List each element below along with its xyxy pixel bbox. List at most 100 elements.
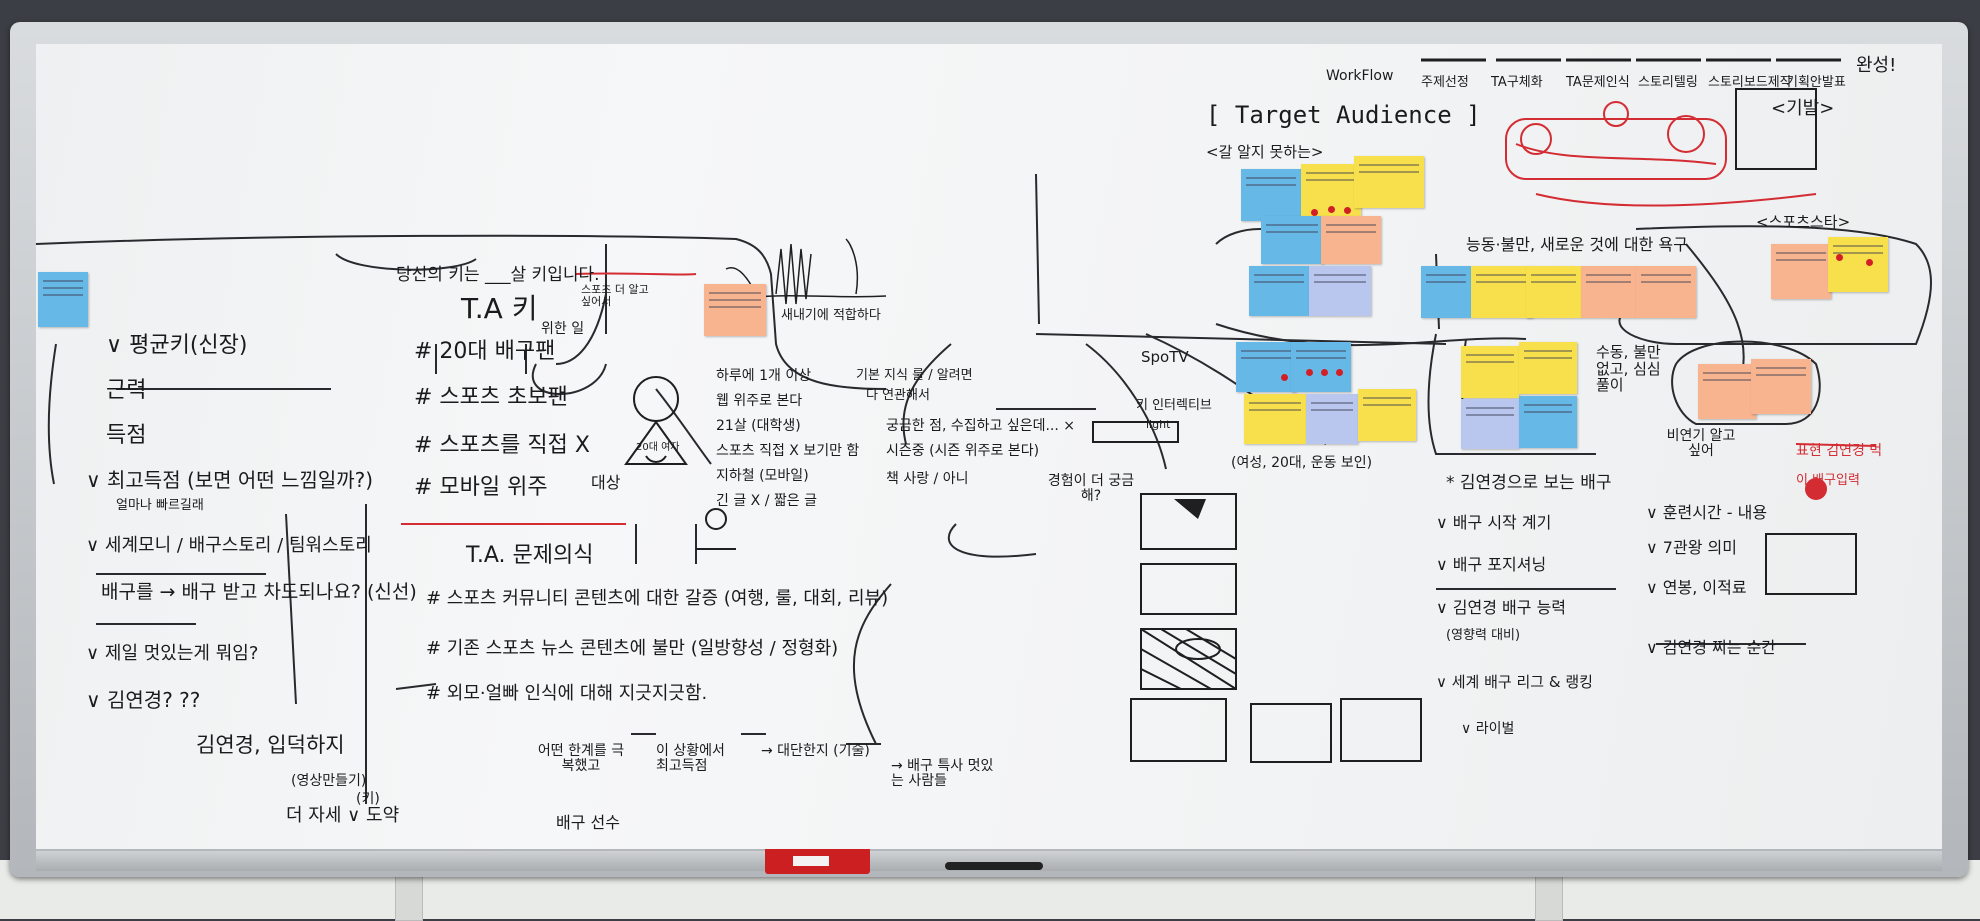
problem-2: # 기존 스포츠 뉴스 콘텐츠에 불만 (일방향성 / 정형화) — [426, 638, 839, 659]
ta-item-1: # 20대 배구팬 — [414, 339, 556, 364]
workflow-step-6: 기획안발표 — [1786, 75, 1846, 90]
red-dot — [1344, 207, 1351, 214]
flow-note: 배구 선수 — [556, 813, 620, 832]
sticky-note-celeb-2 — [1751, 359, 1811, 414]
flow-step-3: → 대단한지 (기술) — [761, 743, 870, 759]
right-item-3: ∨ 김연경 배구 능력 — [1436, 598, 1567, 617]
right-item-6: ∨ 라이벌 — [1461, 721, 1515, 737]
persona-label: 20대 여자 — [636, 442, 680, 453]
left-item-6: ∨ 세계모니 / 배구스토리 / 팀워스토리 — [86, 535, 372, 556]
sticky-note-g1-2 — [1291, 342, 1351, 392]
target-group-2: 능동·불만, 새로운 것에 대한 욕구 — [1466, 235, 1688, 254]
persona-trait-1: 하루에 1개 이상 — [716, 368, 812, 384]
right-heading: * 김연경으로 보는 배구 — [1446, 473, 1612, 493]
left-item-11: (영상만들기) — [291, 773, 367, 789]
workflow-step-5: 스토리보드제작 — [1708, 75, 1792, 90]
ta-item-3: # 스포츠를 직접 X — [414, 433, 590, 458]
red-dot — [1321, 369, 1328, 376]
persona-trait-10: 시즌중 (시즌 위주로 본다) — [886, 443, 1040, 459]
left-item-9: ∨ 김연경? ?? — [86, 688, 201, 712]
left-item-4: ∨ 최고득점 (보면 어떤 느낌일까?) — [86, 468, 374, 492]
problem-3: # 외모·얼빠 인식에 대해 지긋지긋함. — [426, 683, 708, 704]
sticky-note-ta-4 — [1261, 216, 1323, 264]
sticky-note-g3-2 — [1519, 342, 1577, 394]
storyboard-label: SpoTV — [1141, 348, 1189, 366]
right-item2-3: ∨ 연봉, 이적료 — [1646, 578, 1747, 597]
right-item-5: ∨ 세계 배구 리그 & 랭킹 — [1436, 673, 1593, 691]
right-item-1: ∨ 배구 시작 계기 — [1436, 513, 1552, 532]
red-dot — [1866, 259, 1873, 266]
left-item-1: ∨ 평균키(신장) — [106, 333, 248, 358]
left-item-2: 근력 — [106, 378, 147, 403]
sticky-note-ta-7 — [1309, 266, 1371, 316]
left-item-13: 더 자세 ∨ 도약 — [286, 805, 400, 826]
red-dot — [1328, 206, 1335, 213]
persona-trait-6: 긴 글 X / 짧은 글 — [716, 493, 817, 509]
right-red-2: 이 배구입력 — [1796, 473, 1860, 488]
right-item-2: ∨ 배구 포지셔닝 — [1436, 555, 1547, 574]
markers — [945, 862, 1043, 870]
right-item2-4: ∨ 김연경 찌는 순간 — [1646, 638, 1777, 657]
ta-side: 위한 일 — [541, 321, 585, 337]
ta-bubble: 스포츠 더 알고 싶어서 — [581, 283, 649, 309]
persona-trait-7: 기본 지식 룰 / 알려면 — [856, 368, 973, 383]
workflow-step-3: TA문제인식 — [1566, 75, 1630, 90]
left-item-12: (키) — [356, 791, 380, 807]
persona-trait-11: 책 사랑 / 아니 — [886, 471, 969, 487]
sticky-note-g2-3 — [1526, 266, 1581, 318]
red-dot — [1281, 374, 1288, 381]
flow-step-2: 이 상황에서 최고득점 — [656, 743, 725, 775]
workflow-step-1: 주제선정 — [1421, 75, 1469, 90]
left-item-7: 배구를 → 배구 받고 차도되나요? (신선) — [101, 581, 417, 603]
right-item-4: (영향력 대비) — [1446, 628, 1521, 643]
red-dot — [1836, 254, 1843, 261]
sticky-note-celeb-1 — [1698, 364, 1756, 419]
workflow-step-2: TA구체화 — [1491, 75, 1543, 90]
target-subtitle: <갈 알지 못하는> — [1206, 143, 1324, 161]
flow-step-4: → 배구 특사 멋있는 사람들 — [891, 758, 994, 790]
sticky-note-star-1 — [1771, 244, 1831, 299]
left-item-8: ∨ 제일 멋있는게 뭐임? — [86, 643, 259, 664]
storyboard-demo: (여성, 20대, 운동 보인) — [1231, 455, 1373, 471]
sticky-note-g1-3 — [1244, 394, 1306, 444]
sticky-note-ta-3 — [1354, 156, 1424, 208]
workflow-step-4: 스토리텔링 — [1638, 75, 1698, 90]
persona-trait-8: 다 연관해서 — [866, 388, 930, 403]
grass-label: 새내기에 적합하다 — [781, 308, 881, 323]
persona-trait-4: 스포츠 직접 X 보기만 함 — [716, 443, 860, 459]
sticky-note-g3-3 — [1461, 399, 1519, 449]
sticky-note-g2-4 — [1581, 266, 1636, 318]
storyboard-caption-2: light — [1146, 418, 1171, 431]
persona-trait-3: 21살 (대학생) — [716, 418, 801, 434]
target-title: [ Target Audience ] — [1206, 101, 1481, 129]
ta-item-2: # 스포츠 초보팬 — [414, 385, 568, 410]
red-dot — [1311, 209, 1318, 216]
kibal-label: <기발> — [1771, 98, 1835, 119]
sticky-note-g3-1 — [1461, 346, 1519, 398]
right-red-1: 표현 김연경 먹 — [1796, 443, 1883, 459]
workflow-done: 완성! — [1856, 55, 1897, 76]
sticky-note-g3-4 — [1519, 396, 1577, 448]
celeb-label: 비연기 알고싶어 — [1666, 428, 1736, 460]
marker-tray — [36, 851, 1942, 871]
sticky-note-g1-4 — [1306, 394, 1358, 444]
storyboard-caption-1: 키 인터렉티브 — [1136, 398, 1212, 413]
ta-item-4: # 모바일 위주 — [414, 475, 548, 500]
problem-title: T.A. 문제의식 — [466, 543, 594, 568]
left-item-3: 득점 — [106, 423, 147, 448]
sticky-note-ta-5 — [1321, 216, 1381, 264]
ta-title: T.A 키 — [461, 292, 538, 325]
persona-trait-2: 웹 위주로 본다 — [716, 393, 803, 409]
sticky-note-ta-1 — [1241, 169, 1301, 221]
red-dot — [1336, 369, 1343, 376]
left-item-5: 얼마나 빠르길래 — [116, 498, 204, 513]
target-group-3: 수동, 불만 없고, 심심풀이 — [1596, 343, 1661, 394]
sticky-note-g2-5 — [1636, 266, 1696, 318]
side-label-1: 대상 — [591, 473, 621, 492]
sticky-note-ta-6 — [1249, 266, 1309, 316]
sports-star: <스포츠스타> — [1756, 213, 1851, 231]
workflow-title: WorkFlow — [1326, 68, 1394, 84]
sticky-note-center — [704, 284, 766, 336]
whiteboard: WorkFlow 주제선정 TA구체화 TA문제인식 스토리텔링 스토리보드제작… — [36, 44, 1942, 849]
sticky-note-g1-5 — [1358, 389, 1416, 441]
